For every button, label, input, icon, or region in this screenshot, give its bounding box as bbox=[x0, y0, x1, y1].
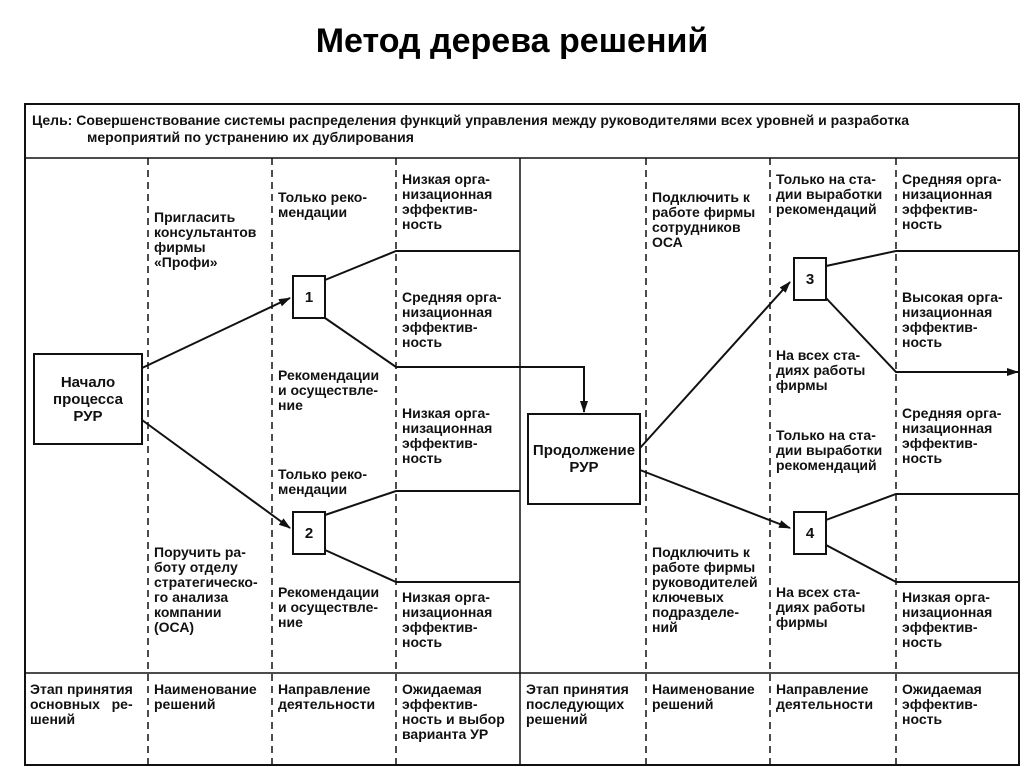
branch-1-bottom bbox=[324, 317, 588, 413]
footer-decision-names-1: Наименование решений bbox=[154, 681, 257, 712]
direction-4-bottom: На всех ста- диях работы фирмы bbox=[776, 584, 866, 630]
outcome-3: Низкая орга- низационная эффектив- ность bbox=[402, 405, 493, 466]
decision-invite: Пригласить консультантов фирмы «Профи» bbox=[154, 209, 257, 270]
arrow-continue-to-4 bbox=[639, 469, 791, 529]
node-2-box bbox=[292, 511, 326, 555]
start-box bbox=[33, 353, 143, 445]
branch-3-top bbox=[825, 250, 1020, 267]
goal-statement: Цель: Совершенствование системы распреде… bbox=[32, 112, 1002, 146]
continue-box bbox=[527, 413, 641, 505]
outcome-5: Средняя орга- низационная эффектив- ност… bbox=[902, 171, 1002, 232]
outcome-1: Низкая орга- низационная эффектив- ность bbox=[402, 171, 493, 232]
footer-directions-2: Направление деятельности bbox=[776, 681, 874, 712]
direction-3-top: Только на ста- дии выработки рекомендаци… bbox=[776, 171, 883, 217]
node-4-box bbox=[793, 511, 827, 555]
node-1-label: 1 bbox=[304, 288, 314, 306]
footer-expected-2: Ожидаемая эффектив- ность bbox=[902, 681, 982, 727]
outcome-2: Средняя орга- низационная эффектив- ност… bbox=[402, 289, 502, 350]
direction-2-bottom: Рекомендации и осуществле- ние bbox=[278, 584, 380, 630]
arrow-start-to-2 bbox=[141, 419, 291, 529]
decision-connect-heads: Подключить к работе фирмы руководителей … bbox=[652, 544, 758, 635]
decision-assign: Поручить ра- боту отделу стратегическо- … bbox=[154, 544, 258, 635]
outcome-7: Средняя орга- низационная эффектив- ност… bbox=[902, 405, 1002, 466]
diagram-frame bbox=[24, 103, 1020, 766]
footer-directions-1: Направление деятельности bbox=[278, 681, 376, 712]
outcome-6: Высокая орга- низационная эффектив- ност… bbox=[902, 289, 1003, 350]
node-3-label: 3 bbox=[805, 270, 815, 288]
page-title: Метод дерева решений bbox=[315, 22, 709, 60]
footer-expected-1: Ожидаемая эффектив- ность и выбор вариан… bbox=[402, 681, 505, 742]
direction-2-top: Только реко- мендации bbox=[278, 466, 368, 497]
branch-4-top bbox=[825, 493, 1020, 521]
outcome-8: Низкая орга- низационная эффектив- ность bbox=[902, 589, 993, 650]
branch-4-bottom bbox=[825, 544, 1020, 583]
decision-connect-osa: Подключить к работе фирмы сотрудников ОС… bbox=[652, 189, 756, 250]
footer-stage-later: Этап принятия последующих решений bbox=[526, 681, 629, 727]
branch-2-bottom bbox=[324, 549, 520, 583]
goal-line-2: мероприятий по устранению их дублировани… bbox=[87, 129, 414, 145]
branch-3-bottom bbox=[825, 297, 1019, 376]
footer-decision-names-2: Наименование решений bbox=[652, 681, 755, 712]
start-box-label: Начало процесса РУР bbox=[53, 373, 123, 425]
continue-box-label: Продолжение РУР bbox=[532, 442, 636, 476]
node-4-label: 4 bbox=[805, 524, 815, 542]
outcome-4: Низкая орга- низационная эффектив- ность bbox=[402, 589, 493, 650]
footer-stage-main: Этап принятия основных ре- шений bbox=[30, 681, 133, 727]
branch-1-top bbox=[324, 250, 520, 281]
direction-1-bottom: Рекомендации и осуществле- ние bbox=[278, 367, 380, 413]
goal-line-1: Цель: Совершенствование системы распреде… bbox=[32, 112, 909, 128]
node-3-box bbox=[793, 257, 827, 301]
direction-4-top: Только на ста- дии выработки рекомендаци… bbox=[776, 427, 883, 473]
node-2-label: 2 bbox=[304, 524, 314, 542]
arrow-start-to-1 bbox=[141, 297, 291, 369]
direction-3-bottom: На всех ста- диях работы фирмы bbox=[776, 347, 866, 393]
branch-2-top bbox=[324, 490, 520, 516]
node-1-box bbox=[292, 275, 326, 319]
direction-1-top: Только реко- мендации bbox=[278, 189, 368, 220]
arrow-continue-to-3 bbox=[639, 281, 791, 449]
